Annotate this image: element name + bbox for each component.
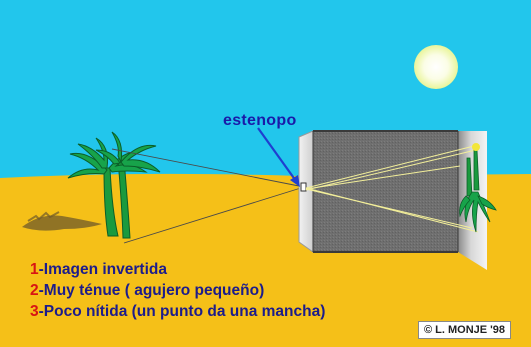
property-number: 1 <box>30 261 39 278</box>
pinhole-arrow <box>257 127 300 187</box>
property-text: -Poco nítida (un punto da una mancha) <box>38 303 326 320</box>
camera-box <box>298 130 487 270</box>
property-number: 3 <box>30 303 39 320</box>
sun <box>414 45 458 89</box>
credit-label: © L. MONJE '98 <box>418 321 512 339</box>
inverted-image <box>459 149 497 233</box>
sun-image <box>472 143 480 151</box>
property-text: -Muy ténue ( agujero pequeño) <box>38 282 265 299</box>
pinhole-label: estenopo <box>223 112 297 129</box>
outer-rays <box>111 148 305 244</box>
property-number: 2 <box>30 282 39 299</box>
pinhole <box>300 182 307 192</box>
property-1: 1-Imagen invertida <box>30 261 167 279</box>
property-3: 3-Poco nítida (un punto da una mancha) <box>30 303 325 321</box>
property-text: -Imagen invertida <box>38 261 167 278</box>
camera-side <box>313 131 458 252</box>
palm-shadow-fronds <box>27 211 60 222</box>
inner-rays <box>305 145 479 233</box>
palm-tree <box>67 131 161 239</box>
property-2: 2-Muy ténue ( agujero pequeño) <box>30 282 264 300</box>
palm-shadow <box>22 215 102 231</box>
